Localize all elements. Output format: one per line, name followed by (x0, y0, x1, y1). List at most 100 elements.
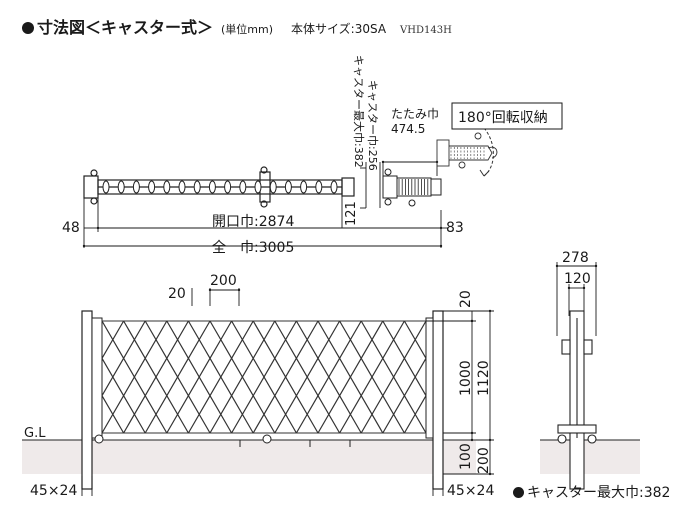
lattice-bar (187, 320, 211, 359)
lattice-bar (252, 320, 276, 359)
plan-hinge (239, 180, 247, 194)
lattice-bar (101, 358, 125, 396)
side-overall-depth: 278 (562, 250, 589, 266)
lattice-bar (317, 320, 341, 359)
plan-hinge (300, 180, 308, 194)
lattice-bar (382, 320, 405, 359)
rotation-note: 180°回転収納 (458, 110, 548, 126)
product-code: VHD143H (400, 25, 452, 36)
lattice-bar (231, 320, 254, 359)
lattice-bar (144, 395, 168, 434)
lattice-bar (382, 395, 405, 434)
lattice-bar (274, 395, 297, 434)
plan-hinge (284, 180, 292, 194)
caster-max-width-label: キャスター最大巾:382 (352, 55, 366, 168)
lattice-bar (403, 395, 427, 434)
plan-hinge (117, 180, 125, 194)
plan-hinge (193, 180, 201, 194)
left-post (81, 310, 93, 490)
side-inner-depth: 120 (564, 271, 591, 287)
lattice-bar (403, 320, 427, 359)
bullet-dot-icon (22, 22, 34, 34)
front-pitch: 200 (210, 273, 237, 289)
caster-footnote: キャスター最大巾:382 (513, 482, 670, 502)
front-top-gap: 20 (458, 290, 474, 308)
front-pitch-small: 20 (168, 286, 186, 302)
rotation-arrow-icon (483, 127, 494, 177)
model-size-label: 本体サイズ:30SA (291, 22, 387, 36)
lattice-bar (252, 358, 276, 396)
lattice-bar (317, 395, 341, 434)
rotated-stack-lines (450, 147, 485, 159)
lattice-bar (339, 320, 362, 359)
plan-hinge (102, 180, 110, 194)
plan-hinge-row (102, 180, 338, 194)
lattice-bar (360, 320, 384, 359)
front-casters (94, 434, 351, 447)
lattice-bar (403, 358, 427, 396)
folded-width-label: たたみ巾 (391, 107, 439, 121)
lattice-bar (187, 358, 211, 396)
side-view: 278 120 (540, 250, 640, 490)
folded-width-value: 474.5 (391, 122, 425, 136)
right-post (432, 310, 444, 490)
plan-right-offset: 83 (446, 220, 464, 236)
front-ground-fill (22, 440, 476, 474)
plan-overall-width: 全 巾:3005 (212, 239, 294, 256)
folded-stack-lines (398, 179, 429, 195)
side-ground-fill (540, 440, 640, 474)
lattice-bar (274, 320, 297, 359)
plan-hinge (254, 180, 262, 194)
lattice-bar (295, 358, 319, 396)
plan-opening-width: 開口巾:2874 (212, 214, 294, 230)
drawing-header: 寸法図＜キャスター式＞ (単位mm) 本体サイズ:30SA VHD143H (22, 14, 452, 40)
lattice-bar (101, 395, 125, 434)
lattice-bar (144, 358, 168, 396)
plan-view: 48 83 開口巾:2874 全 巾:3005 (62, 166, 464, 256)
right-catch-frame (425, 317, 434, 439)
lattice-bar (231, 358, 254, 396)
drawing-title: 寸法図＜キャスター式＞ (37, 18, 214, 37)
plan-hinge (178, 180, 186, 194)
lattice-bar (123, 395, 146, 434)
plan-hinge (163, 180, 171, 194)
front-lattice (101, 320, 427, 434)
lattice-bar (231, 395, 254, 434)
ground-label: G.L (24, 426, 46, 441)
lattice-bar (339, 395, 362, 434)
front-bottom-gap: 100 (458, 443, 474, 470)
lattice-bar (252, 395, 276, 434)
left-post-size: 45×24 (30, 483, 77, 499)
front-total-height: 1120 (476, 360, 492, 396)
left-end-frame (91, 317, 103, 439)
plan-hinge (132, 180, 140, 194)
front-post-embed: 200 (476, 447, 492, 474)
lattice-bar (123, 358, 146, 396)
lattice-bar (166, 320, 189, 359)
lattice-bar (187, 395, 211, 434)
front-view: G.L 20 200 (22, 273, 494, 499)
plan-hinge (315, 180, 323, 194)
lattice-bar (209, 358, 233, 396)
unit-label: (単位mm) (221, 23, 274, 36)
lattice-bar (382, 358, 405, 396)
caster-width-label: キャスター巾:256 (366, 80, 380, 171)
lattice-bar (209, 320, 233, 359)
lattice-bar (295, 320, 319, 359)
plan-hinge (208, 180, 216, 194)
lattice-bar (166, 395, 189, 434)
lattice-bar (360, 358, 384, 396)
lattice-bar (317, 358, 341, 396)
lattice-bar (123, 320, 146, 359)
front-gate-height: 1000 (458, 360, 474, 396)
lattice-bar (360, 395, 384, 434)
bullet-dot-icon (513, 486, 524, 498)
right-post-size: 45×24 (447, 483, 494, 499)
lattice-bar (209, 395, 233, 434)
lattice-bar (339, 358, 362, 396)
folded-detail: 180°回転収納 たたみ巾 474.5 キャスター最大巾:382 キャスター巾:… (344, 55, 563, 226)
rotation-callout-box (451, 102, 563, 130)
plan-hinge (330, 180, 338, 194)
lattice-bar (274, 358, 297, 396)
